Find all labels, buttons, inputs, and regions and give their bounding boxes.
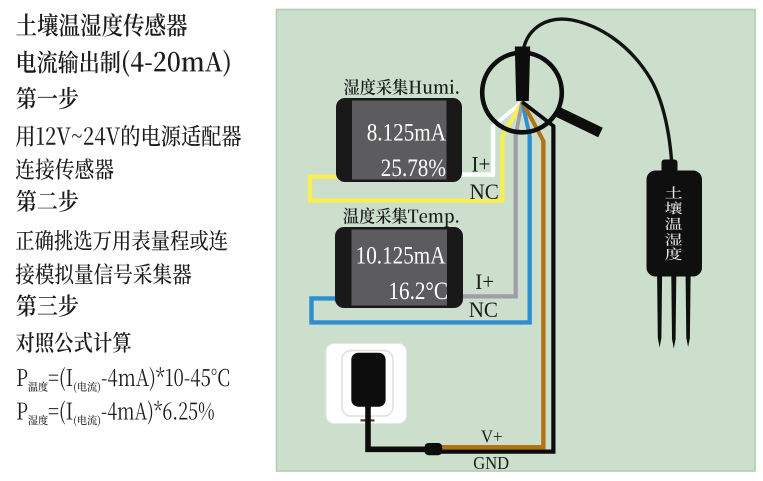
svg-text:16.2°C: 16.2°C (388, 277, 448, 305)
svg-text:NC: NC (470, 180, 499, 205)
svg-text:25.78%: 25.78% (381, 154, 446, 182)
svg-text:8.125mA: 8.125mA (367, 119, 446, 147)
svg-text:I+: I+ (472, 152, 491, 177)
svg-text:V+: V+ (481, 427, 502, 447)
svg-text:I+: I+ (475, 269, 494, 294)
svg-text:GND: GND (473, 454, 509, 474)
svg-text:10.125mA: 10.125mA (356, 241, 446, 269)
svg-text:NC: NC (469, 298, 498, 323)
